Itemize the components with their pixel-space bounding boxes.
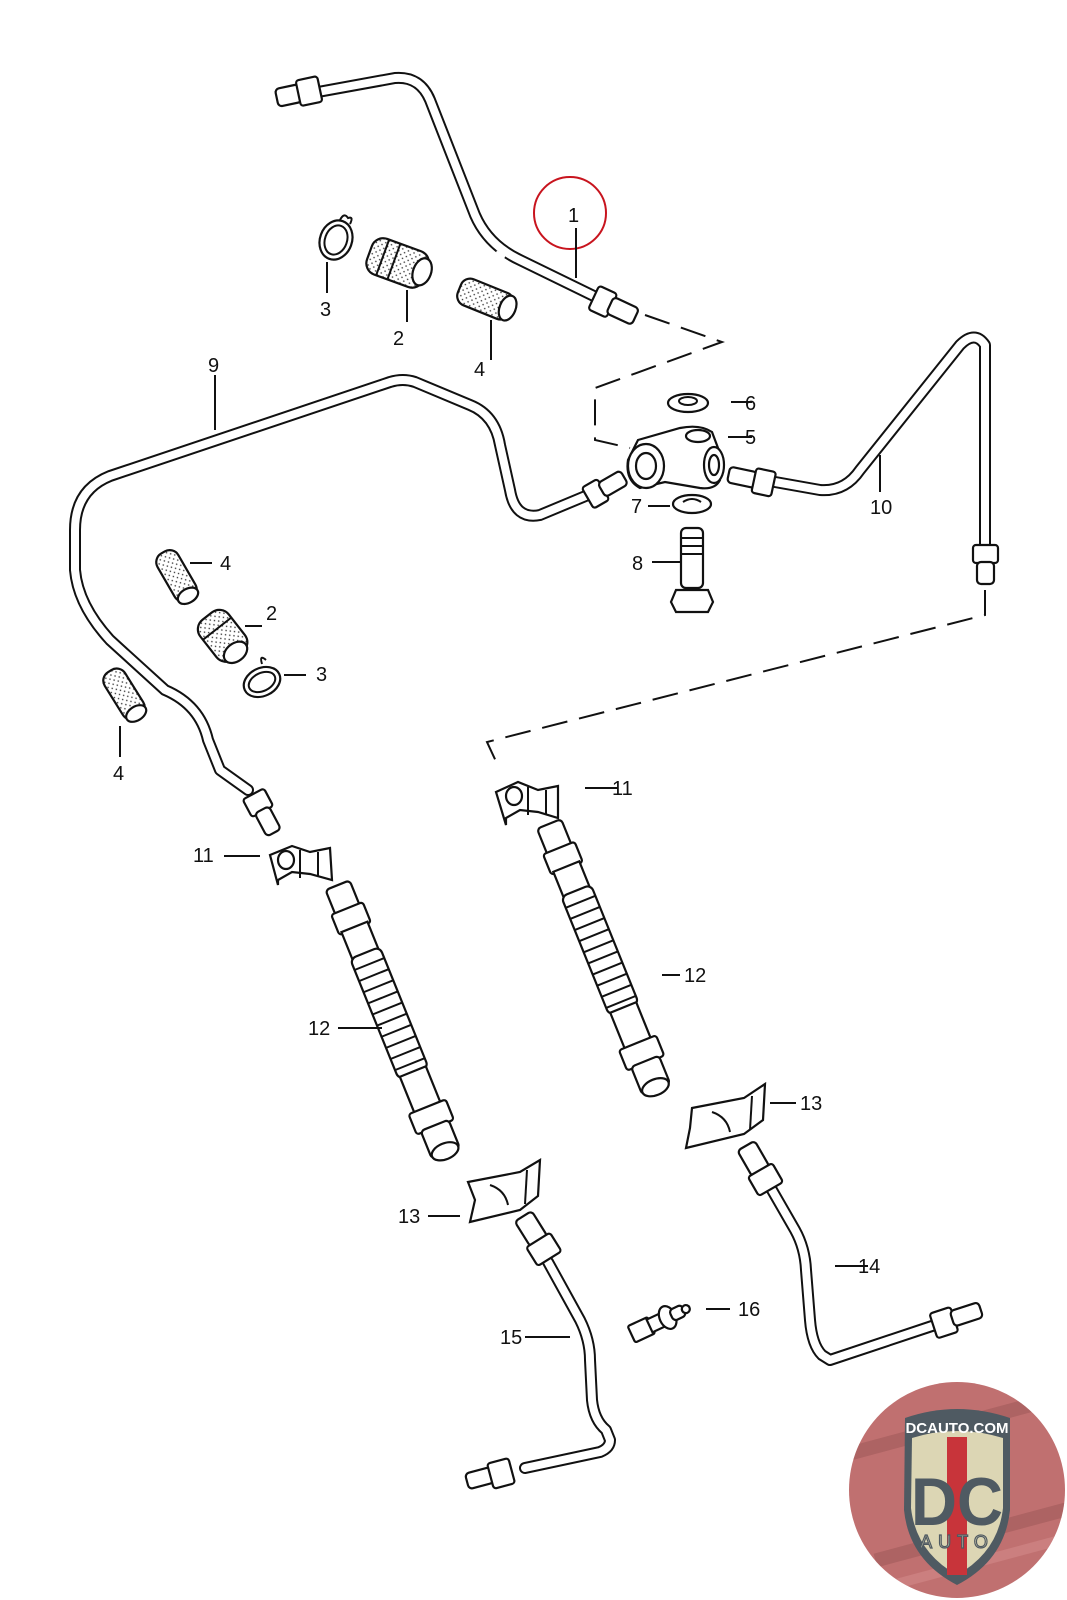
callout-13-right[interactable]: 13 xyxy=(800,1093,822,1115)
callout-2-left[interactable]: 2 xyxy=(266,603,277,625)
clip-part-13-right[interactable] xyxy=(684,1081,767,1150)
brake-line-part-9[interactable] xyxy=(69,374,630,838)
hose-clip-part-3[interactable] xyxy=(314,214,358,264)
brake-hose-part-12-right[interactable] xyxy=(531,816,677,1102)
sleeve-part-4[interactable] xyxy=(454,276,520,324)
brake-line-part-10[interactable] xyxy=(726,331,1000,586)
callout-6[interactable]: 6 xyxy=(745,393,756,415)
callout-4-left-upper[interactable]: 4 xyxy=(220,553,231,575)
bleeder-valve-part-16[interactable] xyxy=(626,1297,694,1346)
callout-12-right[interactable]: 12 xyxy=(684,965,706,987)
callout-11-left[interactable]: 11 xyxy=(193,845,214,867)
watermark-site-text: DCAUTO.COM xyxy=(905,1420,1008,1437)
grommet-part-2[interactable] xyxy=(363,235,437,293)
brake-line-part-1[interactable] xyxy=(274,71,641,329)
callout-12-left[interactable]: 12 xyxy=(308,1018,330,1040)
brake-line-part-15[interactable] xyxy=(464,1209,616,1495)
highlight-circle xyxy=(533,176,607,250)
callout-7[interactable]: 7 xyxy=(631,496,642,518)
washer-part-7[interactable] xyxy=(671,493,713,515)
bolt-part-8[interactable] xyxy=(669,526,715,614)
callout-9[interactable]: 9 xyxy=(208,355,219,377)
callout-5[interactable]: 5 xyxy=(745,427,756,449)
callout-4-top[interactable]: 4 xyxy=(474,359,485,381)
callout-15[interactable]: 15 xyxy=(500,1327,522,1349)
brake-hose-part-12-left[interactable] xyxy=(319,878,467,1167)
callout-1[interactable]: 1 xyxy=(568,205,579,227)
washer-part-6[interactable] xyxy=(666,392,710,414)
bracket-part-11-right[interactable] xyxy=(494,780,560,826)
watermark-monogram: DC xyxy=(911,1464,1003,1540)
grommet-part-2-left[interactable] xyxy=(193,605,255,671)
callout-16[interactable]: 16 xyxy=(738,1299,760,1321)
callout-10[interactable]: 10 xyxy=(870,497,892,519)
callout-11-right[interactable]: 11 xyxy=(612,778,633,800)
brake-line-part-14[interactable] xyxy=(734,1139,985,1366)
bracket-part-11-left[interactable] xyxy=(268,844,334,886)
callout-3-top[interactable]: 3 xyxy=(320,299,331,321)
callout-2-top[interactable]: 2 xyxy=(393,328,404,350)
callout-8[interactable]: 8 xyxy=(632,553,643,575)
hose-clip-part-3-left[interactable] xyxy=(239,656,285,703)
callout-3-left[interactable]: 3 xyxy=(316,664,327,686)
tee-fitting-part-5[interactable] xyxy=(626,425,726,490)
callout-14[interactable]: 14 xyxy=(858,1256,880,1278)
callout-13-left[interactable]: 13 xyxy=(398,1206,420,1228)
watermark-subtitle: AUTO xyxy=(920,1532,994,1552)
sleeve-part-4-left-lower[interactable] xyxy=(100,665,151,726)
sleeve-part-4-left-upper[interactable] xyxy=(153,546,202,607)
callout-4-left-lower[interactable]: 4 xyxy=(113,763,124,785)
clip-part-13-left[interactable] xyxy=(466,1157,542,1224)
dcauto-watermark-logo: DCAUTO.COM DC AUTO xyxy=(849,1382,1065,1598)
